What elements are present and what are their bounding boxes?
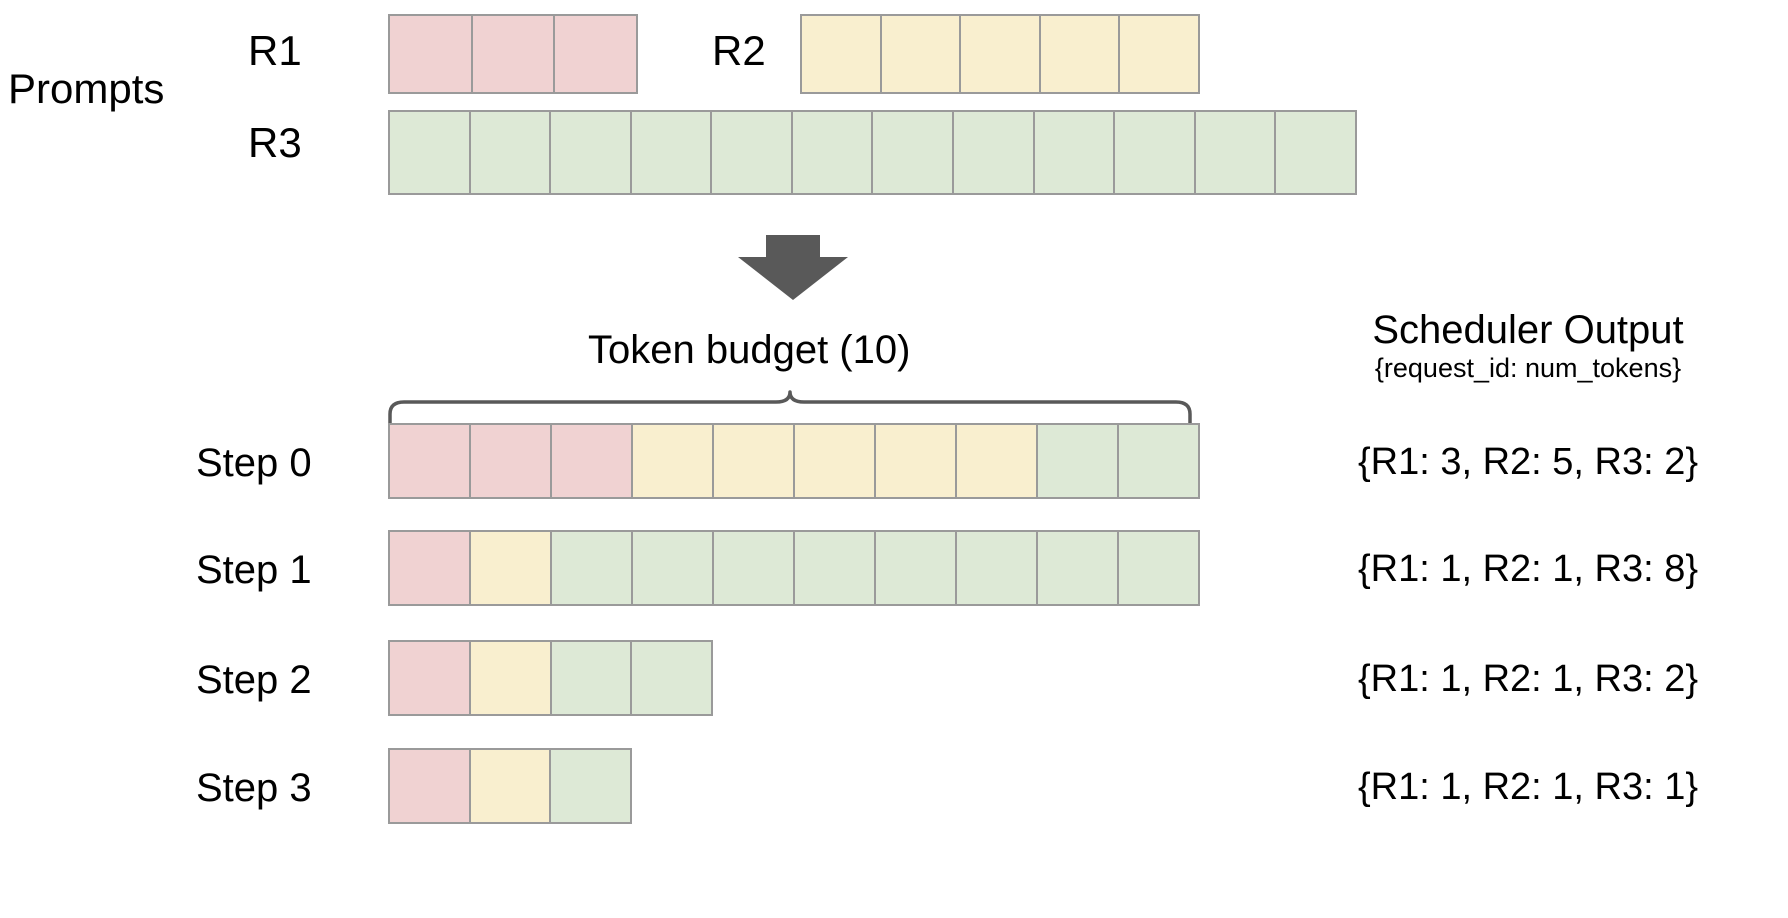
token-cell-r1: [390, 642, 471, 714]
token-cell-r3: [1034, 112, 1116, 193]
token-cell-r3: [957, 532, 1038, 604]
token-cell-r1: [390, 750, 471, 822]
down-arrow-icon: [718, 235, 868, 305]
token-cell-r3: [551, 642, 633, 714]
token-cell-r1: [552, 425, 633, 497]
token-cell-r3: [1119, 532, 1198, 604]
token-cell-r3: [633, 532, 714, 604]
prompt-row-label-r3: R3: [248, 119, 302, 166]
token-cell-r3: [470, 112, 552, 193]
token-cell-r1: [390, 16, 473, 92]
token-cell-r2: [470, 642, 552, 714]
token-cell-r1: [390, 425, 471, 497]
prompt-row-label-r1: R1: [248, 27, 302, 74]
token-cell-r3: [551, 750, 631, 822]
token-cell-r2: [802, 16, 882, 92]
step-label-3: Step 3: [196, 766, 312, 810]
token-cell-r2: [876, 425, 957, 497]
prompt-row-label-r2: R2: [712, 27, 766, 74]
token-cell-r3: [390, 112, 471, 193]
scheduler-output-title: Scheduler Output: [1372, 308, 1684, 352]
token-cell-r3: [1038, 532, 1119, 604]
token-cell-r3: [876, 532, 957, 604]
token-cell-r3: [792, 112, 874, 193]
token-cell-r3: [795, 532, 876, 604]
token-cell-r3: [714, 532, 795, 604]
token-cell-r3: [1119, 425, 1198, 497]
step-label-0: Step 0: [196, 441, 312, 485]
prompt-strip-r2: [800, 14, 1200, 94]
token-cell-r1: [555, 16, 637, 92]
token-cell-r3: [1038, 425, 1119, 497]
token-cell-r2: [1120, 16, 1198, 92]
token-cell-r1: [390, 532, 471, 604]
token-budget-caption: Token budget (10): [588, 328, 911, 372]
curly-brace-icon: [386, 388, 1198, 443]
token-cell-r3: [552, 532, 633, 604]
token-cell-r2: [957, 425, 1038, 497]
token-cell-r3: [1195, 112, 1277, 193]
prompt-strip-r3: [388, 110, 1357, 195]
step-strip-1: [388, 530, 1200, 606]
scheduler-output-subtitle: {request_id: num_tokens}: [1374, 353, 1682, 383]
token-cell-r3: [954, 112, 1035, 193]
token-cell-r2: [961, 16, 1041, 92]
token-cell-r3: [631, 112, 713, 193]
token-cell-r3: [1115, 112, 1196, 193]
token-cell-r3: [873, 112, 955, 193]
scheduler-output-line-3: {R1: 1, R2: 1, R3: 1}: [1357, 766, 1699, 808]
token-cell-r3: [632, 642, 711, 714]
token-cell-r2: [471, 532, 552, 604]
scheduler-output-line-1: {R1: 1, R2: 1, R3: 8}: [1357, 548, 1699, 590]
token-cell-r2: [1040, 16, 1121, 92]
step-strip-0: [388, 423, 1200, 499]
token-cell-r2: [470, 750, 552, 822]
token-cell-r3: [551, 112, 632, 193]
token-cell-r1: [472, 16, 556, 92]
step-label-1: Step 1: [196, 548, 312, 592]
token-cell-r2: [633, 425, 714, 497]
token-cell-r2: [881, 16, 962, 92]
token-cell-r2: [795, 425, 876, 497]
scheduler-output-line-2: {R1: 1, R2: 1, R3: 2}: [1357, 658, 1699, 700]
token-cell-r3: [1276, 112, 1355, 193]
scheduler-output-line-0: {R1: 3, R2: 5, R3: 2}: [1357, 441, 1699, 483]
step-strip-2: [388, 640, 713, 716]
token-cell-r2: [714, 425, 795, 497]
prompt-strip-r1: [388, 14, 638, 94]
token-cell-r1: [471, 425, 552, 497]
token-cell-r3: [712, 112, 793, 193]
step-strip-3: [388, 748, 632, 824]
step-label-2: Step 2: [196, 658, 312, 702]
prompts-group-label: Prompts: [8, 65, 165, 112]
